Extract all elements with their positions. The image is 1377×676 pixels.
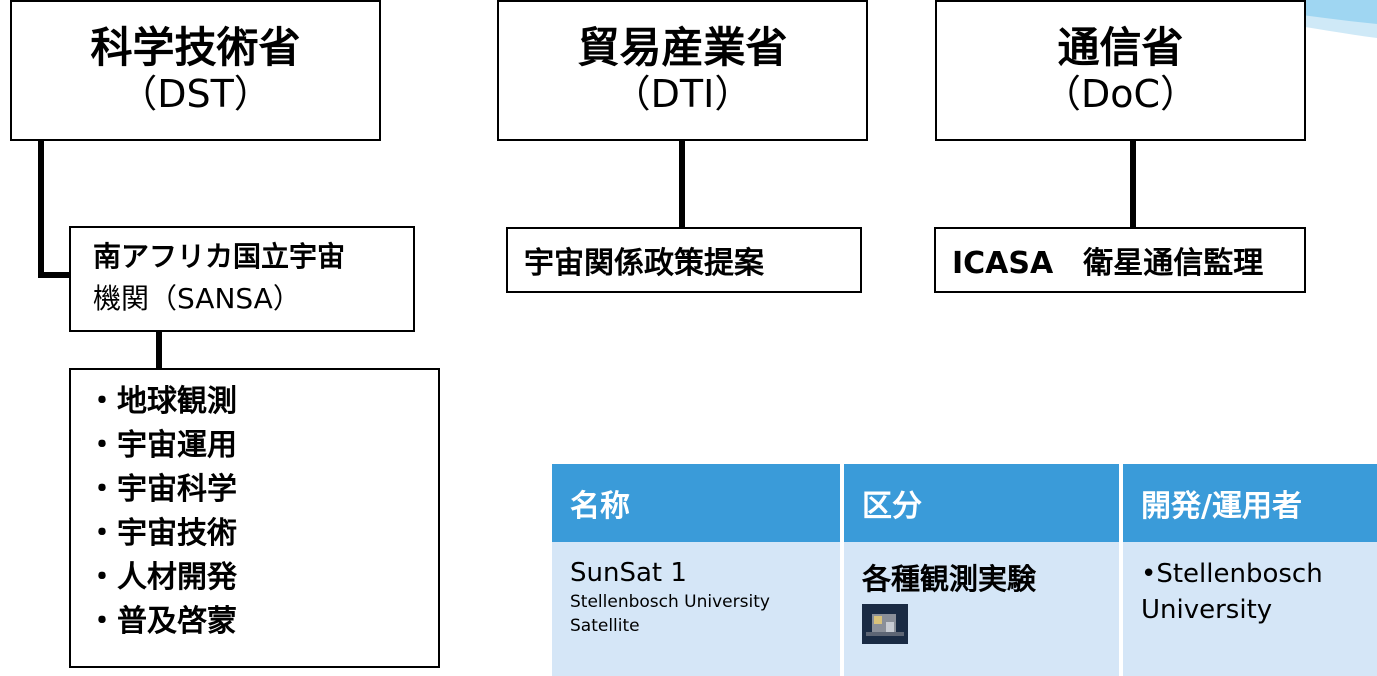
sansa-name-line1: 南アフリカ国立宇宙 [93, 240, 346, 273]
function-item: ・宇宙技術 [87, 516, 237, 551]
doc-role-label: ICASA 衛星通信監理 [952, 246, 1264, 281]
agency-box-sansa: 南アフリカ国立宇宙 機関（SANSA） [69, 226, 415, 332]
dti-role-label: 宇宙関係政策提案 [524, 246, 764, 281]
satellite-category: 各種観測実験 [862, 562, 1037, 596]
developer-line2: University [1141, 595, 1273, 625]
connector-dst-horizontal [38, 272, 70, 278]
satellite-full-name-line2: Satellite [570, 616, 640, 636]
ministry-name-dti: 貿易産業省 [577, 22, 788, 72]
connector-doc-vertical [1130, 141, 1136, 227]
agency-box-doc-role: ICASA 衛星通信監理 [934, 227, 1306, 293]
function-item: ・普及啓蒙 [87, 604, 237, 639]
ministry-box-dst: 科学技術省 （DST） [10, 0, 381, 141]
satellite-name: SunSat 1 [570, 558, 687, 588]
ministry-box-doc: 通信省 （DoC） [935, 0, 1306, 141]
cell-name: SunSat 1 Stellenbosch University Satelli… [552, 542, 844, 676]
cell-developer: •Stellenbosch University [1121, 542, 1377, 676]
ministry-abbr-dti: （DTI） [612, 71, 753, 116]
header-name: 名称 [552, 464, 844, 542]
function-item: ・宇宙運用 [87, 428, 237, 463]
table-row: SunSat 1 Stellenbosch University Satelli… [552, 542, 1377, 676]
header-category: 区分 [842, 464, 1123, 542]
ministry-name-dst: 科学技術省 [90, 22, 301, 72]
function-item: ・宇宙科学 [87, 472, 237, 507]
connector-sansa-vertical [156, 331, 162, 369]
header-developer: 開発/運用者 [1121, 464, 1377, 542]
ministry-abbr-dst: （DST） [119, 71, 272, 116]
ministry-name-doc: 通信省 [1057, 22, 1184, 72]
developer-line1: •Stellenbosch [1141, 559, 1323, 589]
sansa-name-line2: 機関（SANSA） [93, 282, 301, 315]
agency-box-dti-role: 宇宙関係政策提案 [506, 227, 862, 293]
sansa-functions-box: ・地球観測 ・宇宙運用 ・宇宙科学 ・宇宙技術 ・人材開発 ・普及啓蒙 [69, 368, 440, 668]
cell-category: 各種観測実験 [842, 542, 1123, 676]
ministry-box-dti: 貿易産業省 （DTI） [497, 0, 868, 141]
function-item: ・地球観測 [87, 384, 237, 419]
table-header-row: 名称 区分 開発/運用者 [552, 464, 1377, 542]
connector-dst-vertical [38, 141, 44, 277]
connector-dti-vertical [679, 141, 685, 227]
satellite-table: 名称 区分 開発/運用者 SunSat 1 Stellenbosch Unive… [552, 464, 1377, 676]
satellite-full-name-line1: Stellenbosch University [570, 592, 770, 612]
function-item: ・人材開発 [87, 560, 237, 595]
satellite-image [862, 604, 908, 644]
corner-swoosh-decoration [1117, 0, 1377, 38]
ministry-abbr-doc: （DoC） [1042, 71, 1199, 116]
